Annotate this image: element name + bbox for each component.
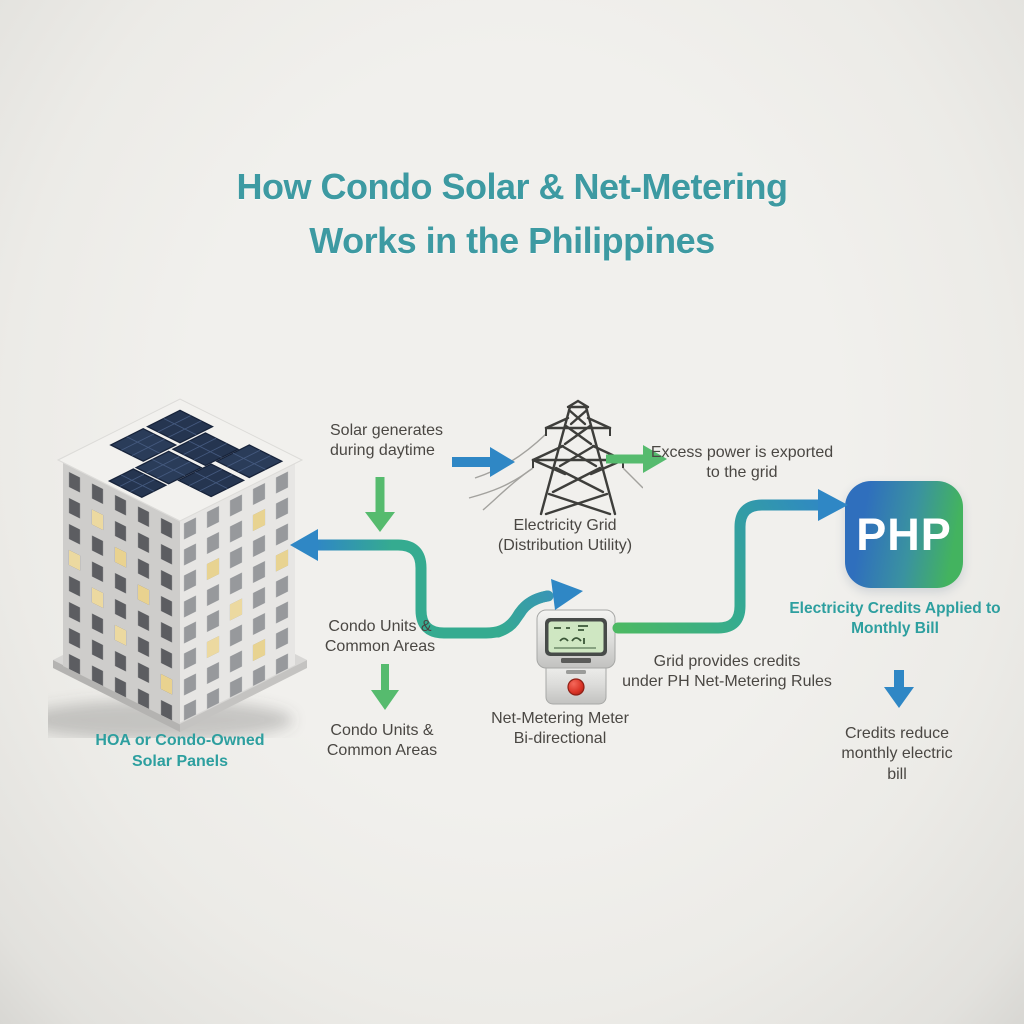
- building-left-wall: [63, 462, 180, 725]
- meter-vent: [566, 670, 586, 674]
- label-grid-credits: Grid provides credits under PH Net-Meter…: [622, 653, 832, 691]
- meter-lcd-screen: [548, 621, 604, 653]
- meter-label-strip: [561, 658, 591, 663]
- rooftop-solar-panels: [107, 409, 284, 498]
- building-base-left: [53, 660, 180, 732]
- label-net-meter: Net-Metering Meter Bi-directional: [491, 710, 629, 748]
- arrow-solar-to-grid: [452, 447, 515, 477]
- php-badge-text: PHP: [856, 508, 952, 560]
- arrow-solar-generates-down: [365, 477, 395, 532]
- page-title-line1: How Condo Solar & Net-Metering: [236, 166, 789, 207]
- page-title-line2: Works in the Philippines: [309, 220, 715, 261]
- tower-lattice: [531, 399, 625, 516]
- arrow-meter-to-php: [612, 489, 848, 634]
- label-credits-applied: Electricity Credits Applied to Monthly B…: [789, 600, 1001, 638]
- tower-insulators: [532, 428, 624, 468]
- building-right-wall: [180, 462, 295, 723]
- meter-red-button: [567, 678, 585, 696]
- label-credits-reduce: Credits reduce monthly electric bill: [841, 725, 953, 783]
- meter-lcd-digits: [554, 625, 596, 649]
- net-meter-icon: [536, 609, 616, 705]
- building-base-right: [180, 660, 307, 732]
- arrow-condo-units-down: [371, 664, 399, 710]
- arrowhead-to-meter: [551, 579, 583, 610]
- condo-building-illustration: [48, 398, 307, 738]
- arrowhead-to-building: [290, 529, 318, 561]
- page-title: How Condo Solar & Net-Metering Works in …: [162, 160, 862, 268]
- arrow-credits-down: [884, 670, 914, 708]
- label-excess-power: Excess power is exported to the grid: [650, 444, 834, 482]
- label-condo-units-upper: Condo Units & Common Areas: [324, 618, 436, 656]
- label-condo-units-lower: Condo Units & Common Areas: [326, 722, 438, 760]
- php-currency-badge: PHP: [845, 481, 963, 588]
- label-solar-generates: Solar generates during daytime: [330, 422, 443, 460]
- arrow-meter-to-building: [290, 529, 583, 639]
- arrow-grid-to-excess: [606, 445, 667, 473]
- label-electricity-grid: Electricity Grid (Distribution Utility): [497, 517, 633, 555]
- label-hoa-solar: HOA or Condo-Owned Solar Panels: [95, 732, 265, 770]
